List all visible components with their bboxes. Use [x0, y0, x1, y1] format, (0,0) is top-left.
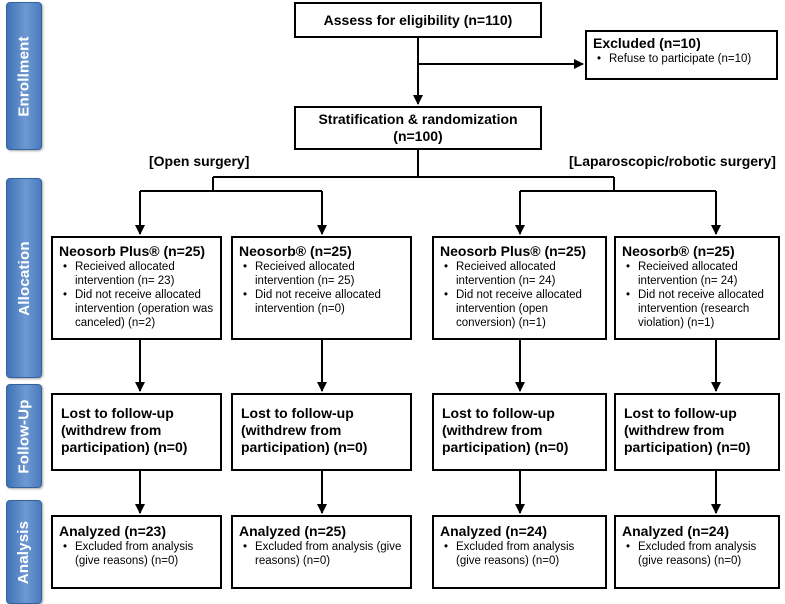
randomization-box: Stratification & randomization (n=100) [294, 106, 542, 150]
analysis-title: Analyzed (n=24) [622, 523, 729, 539]
analysis-box-open-standard: Analyzed (n=25) Excluded from analysis (… [231, 515, 412, 589]
stage-label-enrollment: Enrollment [6, 2, 42, 150]
allocation-box-open-standard: Neosorb® (n=25) Recieived allocated inte… [231, 236, 412, 340]
analysis-excluded: Excluded from analysis (give reasons) (n… [622, 540, 772, 568]
eligibility-title: Assess for eligibility (n=110) [323, 11, 513, 28]
allocation-not-received: Did not receive allocated intervention (… [59, 288, 214, 330]
stage-label-analysis: Analysis [6, 500, 42, 604]
followup-box-lap-plus: Lost to follow-up (withdrew from partici… [432, 393, 607, 471]
followup-box-lap-standard: Lost to follow-up (withdrew from partici… [614, 393, 780, 471]
eligibility-box: Assess for eligibility (n=110) [294, 2, 542, 38]
section-laparoscopic-surgery: [Laparoscopic/robotic surgery] [569, 153, 776, 169]
allocation-list: Recieived allocated intervention (n= 24)… [440, 260, 599, 330]
analysis-title: Analyzed (n=25) [239, 523, 346, 539]
analysis-list: Excluded from analysis (give reasons) (n… [622, 540, 772, 568]
allocation-received: Recieived allocated intervention (n= 23) [59, 260, 214, 288]
allocation-received: Recieived allocated intervention (n= 24) [622, 260, 772, 288]
analysis-box-open-plus: Analyzed (n=23) Excluded from analysis (… [51, 515, 222, 589]
allocation-title: Neosorb Plus® (n=25) [440, 243, 587, 259]
analysis-excluded: Excluded from analysis (give reasons) (n… [239, 540, 404, 568]
stage-label-allocation-text: Allocation [15, 240, 33, 316]
analysis-box-lap-plus: Analyzed (n=24) Excluded from analysis (… [432, 515, 607, 589]
analysis-list: Excluded from analysis (give reasons) (n… [239, 540, 404, 568]
stage-label-analysis-text: Analysis [15, 520, 33, 584]
randomization-count: (n=100) [393, 128, 443, 144]
allocation-list: Recieived allocated intervention (n= 23)… [59, 260, 214, 330]
followup-text: Lost to follow-up (withdrew from partici… [624, 405, 751, 455]
stage-label-allocation: Allocation [6, 178, 42, 378]
allocation-box-lap-standard: Neosorb® (n=25) Recieived allocated inte… [614, 236, 780, 340]
allocation-received: Recieived allocated intervention (n= 25) [239, 260, 404, 288]
excluded-title: Excluded (n=10) [593, 35, 701, 51]
section-open-surgery: [Open surgery] [149, 153, 250, 169]
allocation-not-received: Did not receive allocated intervention (… [440, 288, 599, 330]
allocation-not-received: Did not receive allocated intervention (… [622, 288, 772, 330]
followup-text: Lost to follow-up (withdrew from partici… [241, 405, 368, 455]
stage-label-enrollment-text: Enrollment [15, 35, 33, 117]
allocation-received: Recieived allocated intervention (n= 24) [440, 260, 599, 288]
allocation-not-received: Did not receive allocated intervention (… [239, 288, 404, 316]
followup-box-open-plus: Lost to follow-up (withdrew from partici… [51, 393, 222, 471]
followup-box-open-standard: Lost to follow-up (withdrew from partici… [231, 393, 412, 471]
followup-text: Lost to follow-up (withdrew from partici… [61, 405, 188, 455]
excluded-box: Excluded (n=10) Refuse to participate (n… [585, 30, 778, 80]
randomization-title: Stratification & randomization [318, 111, 518, 127]
analysis-excluded: Excluded from analysis (give reasons) (n… [59, 540, 214, 568]
stage-label-follow-up: Follow-Up [6, 384, 42, 488]
analysis-title: Analyzed (n=24) [440, 523, 547, 539]
allocation-box-open-plus: Neosorb Plus® (n=25) Recieived allocated… [51, 236, 222, 340]
allocation-title: Neosorb® (n=25) [622, 243, 735, 259]
allocation-title: Neosorb Plus® (n=25) [59, 243, 206, 259]
analysis-box-lap-standard: Analyzed (n=24) Excluded from analysis (… [614, 515, 780, 589]
followup-text: Lost to follow-up (withdrew from partici… [442, 405, 569, 455]
allocation-box-lap-plus: Neosorb Plus® (n=25) Recieived allocated… [432, 236, 607, 340]
allocation-list: Recieived allocated intervention (n= 24)… [622, 260, 772, 330]
allocation-title: Neosorb® (n=25) [239, 243, 352, 259]
excluded-reason: Refuse to participate (n=10) [593, 52, 770, 66]
analysis-list: Excluded from analysis (give reasons) (n… [59, 540, 214, 568]
analysis-title: Analyzed (n=23) [59, 523, 166, 539]
analysis-list: Excluded from analysis (give reasons) (n… [440, 540, 599, 568]
stage-label-follow-up-text: Follow-Up [15, 398, 33, 474]
allocation-list: Recieived allocated intervention (n= 25)… [239, 260, 404, 316]
excluded-list: Refuse to participate (n=10) [593, 52, 770, 66]
analysis-excluded: Excluded from analysis (give reasons) (n… [440, 540, 599, 568]
